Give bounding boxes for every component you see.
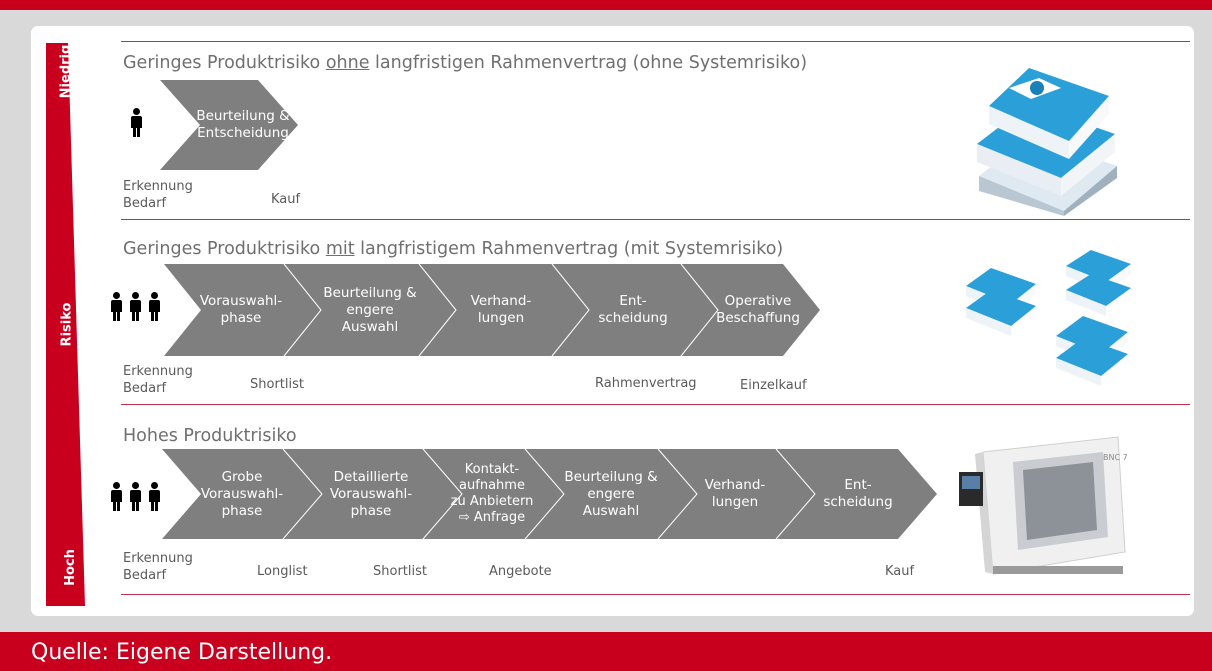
cnc-machine-image: BNC 700 <box>959 436 1128 575</box>
paper-stack-image <box>977 68 1117 216</box>
section-1-chevrons <box>160 80 298 170</box>
chevron-shape <box>525 449 697 539</box>
label-kauf: Kauf <box>885 564 915 579</box>
step-operative-beschaffung: Operative Beschaffung <box>716 293 800 326</box>
label-rahmenvertrag: Rahmenvertrag <box>595 376 697 391</box>
step-entscheidung: Ent- scheidung <box>598 293 668 326</box>
step-beurteilung-engere-auswahl: Beurteilung & engere Auswahl <box>564 468 658 519</box>
risk-axis <box>46 43 85 606</box>
person-icon <box>130 108 143 138</box>
section-divider-1 <box>121 219 1190 220</box>
person-icon <box>148 482 161 512</box>
chevron-shape <box>552 264 718 356</box>
chevron-shape <box>681 264 820 356</box>
label-erkennung-bedarf: Erkennung Bedarf <box>123 179 193 211</box>
step-entscheidung: Ent- scheidung <box>823 477 893 510</box>
chevron-shape <box>162 449 322 539</box>
person-icon <box>110 292 123 322</box>
paper-stacks-image <box>966 250 1131 386</box>
step-vorauswahlphase: Vorauswahl- phase <box>199 293 283 326</box>
person-icon <box>110 482 123 512</box>
step-grobe-vorauswahlphase: Grobe Vorauswahl- phase <box>200 468 284 519</box>
person-icon <box>129 292 142 322</box>
label-longlist: Longlist <box>257 564 308 579</box>
step-beurteilung-engere-auswahl: Beurteilung & engere Auswahl <box>323 284 417 335</box>
step-kontaktaufnahme: Kontakt- aufnahme zu Anbietern ⇨ Anfrage <box>450 462 534 525</box>
content-panel: Niedrig Risiko Hoch Geringes Produktrisi… <box>31 26 1194 616</box>
label-shortlist: Shortlist <box>373 564 427 579</box>
label-kauf: Kauf <box>271 192 301 207</box>
section-3-chevrons <box>162 448 937 540</box>
footer-bar <box>0 632 1212 671</box>
person-icon <box>148 292 161 322</box>
step-beurteilung-entscheidung: Beurteilung & Entscheidung <box>196 108 290 141</box>
label-angebote: Angebote <box>489 564 552 579</box>
section-2-chevrons <box>164 263 820 357</box>
section-3-title: Hohes Produktrisiko <box>123 426 297 446</box>
label-einzelkauf: Einzelkauf <box>740 378 807 393</box>
label-erkennung-bedarf: Erkennung Bedarf <box>123 551 193 583</box>
chevron-shape <box>776 449 937 539</box>
section-2-title: Geringes Produktrisiko mit langfristigem… <box>123 239 784 259</box>
section-top-line <box>121 41 1190 42</box>
label-erkennung-bedarf: Erkennung Bedarf <box>123 364 193 396</box>
label-shortlist: Shortlist <box>250 377 304 392</box>
person-icon <box>129 482 142 512</box>
chevron-shape <box>164 264 321 356</box>
chevron-shape <box>283 449 462 539</box>
step-detaillierte-vorauswahlphase: Detaillierte Vorauswahl- phase <box>329 468 413 519</box>
section-divider-2 <box>121 404 1190 405</box>
chevron-shape <box>423 449 564 539</box>
chevron-shape <box>658 449 815 539</box>
source-caption: Quelle: Eigene Darstellung. <box>31 640 333 665</box>
chevron-shape <box>284 264 456 356</box>
chevron-shape <box>160 80 298 170</box>
chevron-shape <box>419 264 589 356</box>
section-1-title: Geringes Produktrisiko ohne langfristige… <box>123 53 808 73</box>
svg-text:BNC 700: BNC 700 <box>1103 453 1128 462</box>
top-red-bar <box>0 0 1212 10</box>
section-bottom-line <box>121 594 1190 595</box>
step-verhandlungen: Verhand- lungen <box>470 293 532 326</box>
step-verhandlungen: Verhand- lungen <box>704 477 766 510</box>
